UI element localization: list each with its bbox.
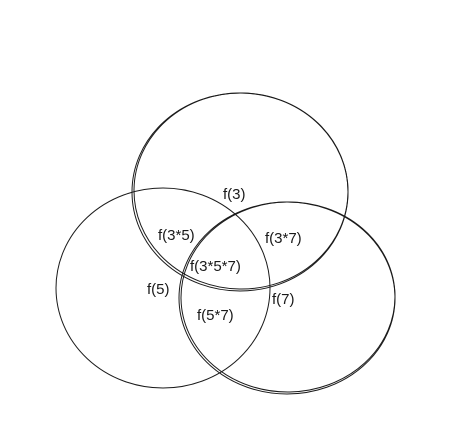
label-f5: f(5) [147,281,170,298]
label-f5x7: f(5*7) [197,307,234,324]
label-f3x5x7: f(3*5*7) [190,258,241,275]
label-f3: f(3) [223,186,246,203]
circle-7 [178,201,396,395]
label-f7: f(7) [272,291,295,308]
circle-5 [55,187,271,389]
label-f3x5: f(3*5) [158,227,195,244]
label-f3x7: f(3*7) [265,230,302,247]
